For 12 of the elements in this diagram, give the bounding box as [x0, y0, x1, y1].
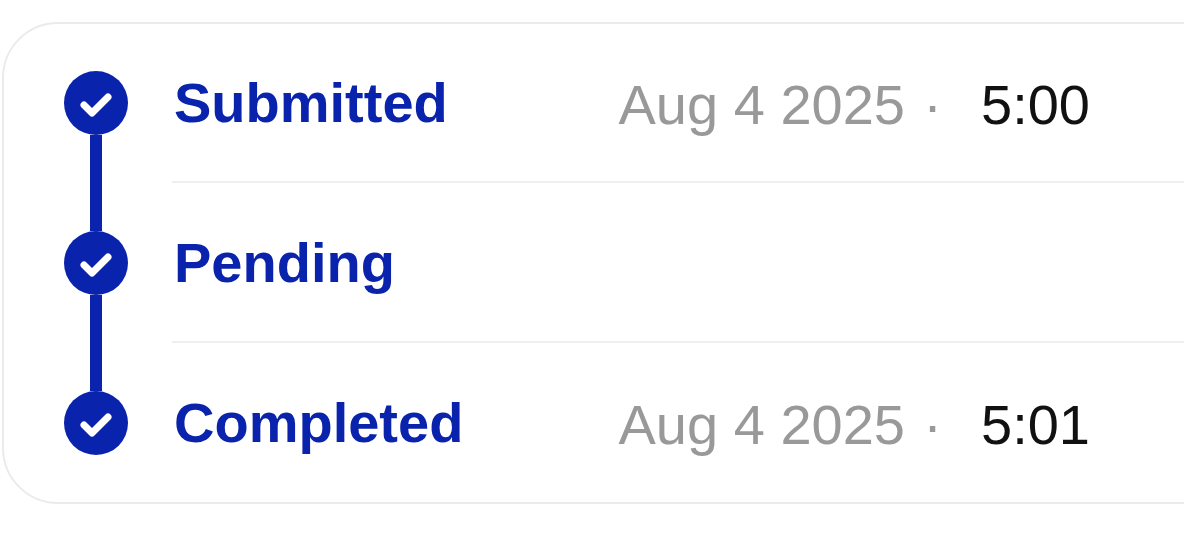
- separator-dot: ·: [923, 77, 942, 133]
- connector-line: [90, 295, 102, 391]
- time-text: 5:01: [981, 397, 1090, 453]
- connector-line: [90, 135, 102, 231]
- time-text: 5:00: [981, 77, 1090, 133]
- separator-dot: ·: [923, 397, 942, 453]
- step-label: Completed: [174, 391, 464, 454]
- date-text: Aug 4 2025: [618, 73, 905, 136]
- step-label: Submitted: [174, 71, 448, 134]
- step-label: Pending: [174, 231, 395, 294]
- card-panel: [2, 22, 1184, 504]
- date-text: Aug 4 2025: [618, 393, 905, 456]
